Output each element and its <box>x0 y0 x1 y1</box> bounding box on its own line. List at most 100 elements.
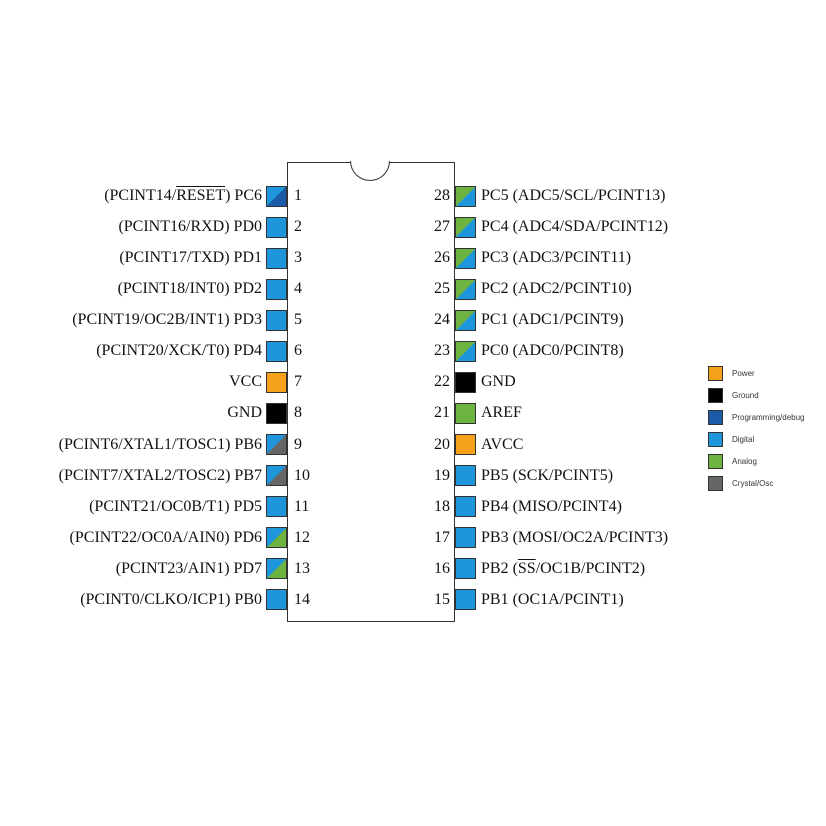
pin-label-pre: AREF <box>481 404 522 422</box>
pin-number: 18 <box>434 497 450 515</box>
pin-number: 15 <box>434 590 450 608</box>
pin-22-color-square <box>455 371 476 393</box>
legend-swatch-power <box>708 366 723 381</box>
pin-number: 16 <box>434 559 450 577</box>
pin-label: PB5 (SCK/PCINT5) <box>481 466 613 486</box>
pin-12-color-square <box>266 527 287 549</box>
pin-label-pre: (PCINT19/OC2B/INT1) PD3 <box>72 311 262 329</box>
legend-swatch-digital <box>708 432 723 447</box>
pin-label-pre: (PCINT6/XTAL1/TOSC1) PB6 <box>58 435 262 453</box>
pin-number: 9 <box>294 435 302 453</box>
pin-28-color-square <box>455 185 476 207</box>
pin-number: 20 <box>434 435 450 453</box>
pin-label: PC5 (ADC5/SCL/PCINT13) <box>481 186 665 206</box>
pin-23-color-square <box>455 340 476 362</box>
pin-19-color-square <box>455 465 476 487</box>
pin-8-color-square <box>266 402 287 424</box>
pin-15-color-square <box>455 589 476 611</box>
pin-9-color-square <box>266 434 287 456</box>
pin-label-pre: GND <box>227 404 262 422</box>
pin-21-color-square <box>455 402 476 424</box>
pin-label: PB1 (OC1A/PCINT1) <box>481 590 624 610</box>
pin-label: PC4 (ADC4/SDA/PCINT12) <box>481 217 668 237</box>
legend-label: Ground <box>732 391 759 400</box>
legend-swatch-analog <box>708 454 723 469</box>
pin-label: PC2 (ADC2/PCINT10) <box>481 279 632 299</box>
pin-number: 13 <box>294 559 310 577</box>
pin-label: (PCINT17/TXD) PD1 <box>119 248 262 268</box>
pin-label: VCC <box>229 372 262 392</box>
pin-label-pre: (PCINT22/OC0A/AIN0) PD6 <box>69 528 262 546</box>
pin-number: 14 <box>294 590 310 608</box>
pin-label-pre: PC1 (ADC1/PCINT9) <box>481 311 624 329</box>
pin-18-color-square <box>455 496 476 518</box>
pin-7-color-square <box>266 371 287 393</box>
pin-label: (PCINT19/OC2B/INT1) PD3 <box>72 310 262 330</box>
pin-label-pre: PC2 (ADC2/PCINT10) <box>481 280 632 298</box>
pin-label-over: SS <box>517 559 536 577</box>
pin-label-pre: PB4 (MISO/PCINT4) <box>481 497 622 515</box>
pin-number: 23 <box>434 342 450 360</box>
pin-label-pre: PC5 (ADC5/SCL/PCINT13) <box>481 187 666 204</box>
pin-label-pre: (PCINT14/ <box>104 187 177 204</box>
pin-label-post: ) PC6 <box>225 187 262 204</box>
legend-label: Crystal/Osc <box>732 479 774 488</box>
chip-body <box>287 161 455 622</box>
pin-6-color-square <box>266 340 287 362</box>
pin-label: PB4 (MISO/PCINT4) <box>481 497 622 517</box>
pin-5-color-square <box>266 309 287 331</box>
pin-number: 6 <box>294 342 302 360</box>
pin-label: GND <box>227 403 262 423</box>
pin-label-pre: PB5 (SCK/PCINT5) <box>481 466 614 484</box>
pin-label-pre: PB1 (OC1A/PCINT1) <box>481 590 624 608</box>
pin-label-pre: (PCINT20/XCK/T0) PD4 <box>96 342 262 360</box>
pin-label: (PCINT0/CLKO/ICP1) PB0 <box>80 590 262 610</box>
pin-13-color-square <box>266 558 287 580</box>
pin-label-pre: (PCINT21/OC0B/T1) PD5 <box>89 497 262 515</box>
pin-label: (PCINT22/OC0A/AIN0) PD6 <box>70 528 262 548</box>
pin-label: AVCC <box>481 435 523 455</box>
legend-swatch-crystal <box>708 476 723 491</box>
legend-label: Digital <box>732 435 755 444</box>
pin-number: 17 <box>434 528 450 546</box>
pin-26-color-square <box>455 247 476 269</box>
pin-11-color-square <box>266 496 287 518</box>
pin-label: PB2 (SS/OC1B/PCINT2) <box>481 559 645 579</box>
pin-label: (PCINT7/XTAL2/TOSC2) PB7 <box>59 466 262 486</box>
pin-label: PB3 (MOSI/OC2A/PCINT3) <box>481 528 668 548</box>
pin-number: 12 <box>294 528 310 546</box>
pin-label: PC3 (ADC3/PCINT11) <box>481 248 631 268</box>
pin-label-pre: (PCINT18/INT0) PD2 <box>117 280 262 298</box>
pin-label-pre: (PCINT23/AIN1) PD7 <box>115 559 262 577</box>
pin-number: 26 <box>434 249 450 267</box>
pin-number: 27 <box>434 218 450 236</box>
pin-number: 4 <box>294 280 302 298</box>
pin-4-color-square <box>266 278 287 300</box>
pin-label: (PCINT21/OC0B/T1) PD5 <box>89 497 262 517</box>
pin-label: (PCINT20/XCK/T0) PD4 <box>96 341 262 361</box>
pin-label-pre: PB2 ( <box>481 559 518 577</box>
legend-label: Programming/debug <box>732 413 805 422</box>
pin-number: 5 <box>294 311 302 329</box>
pin-label-post: /OC1B/PCINT2) <box>535 559 646 577</box>
pin-number: 25 <box>434 280 450 298</box>
pin-label: GND <box>481 372 516 392</box>
chip-notch <box>350 161 390 181</box>
pin-label: AREF <box>481 403 522 423</box>
pin-label-over: RESET <box>176 187 226 204</box>
legend-swatch-ground <box>708 388 723 403</box>
pin-label-pre: PC4 (ADC4/SDA/PCINT12) <box>481 218 669 236</box>
pin-number: 19 <box>434 466 450 484</box>
pin-number: 3 <box>294 249 302 267</box>
pin-label-pre: PC0 (ADC0/PCINT8) <box>481 342 624 360</box>
pin-number: 28 <box>434 187 450 204</box>
pin-label: PC0 (ADC0/PCINT8) <box>481 341 624 361</box>
pin-label-pre: (PCINT0/CLKO/ICP1) PB0 <box>80 590 262 608</box>
legend-label: Power <box>732 369 755 378</box>
pin-label-pre: PB3 (MOSI/OC2A/PCINT3) <box>481 528 669 546</box>
pin-number: 10 <box>294 466 310 484</box>
pin-2-color-square <box>266 216 287 238</box>
pin-number: 2 <box>294 218 302 236</box>
pin-label-pre: (PCINT17/TXD) PD1 <box>119 249 262 267</box>
